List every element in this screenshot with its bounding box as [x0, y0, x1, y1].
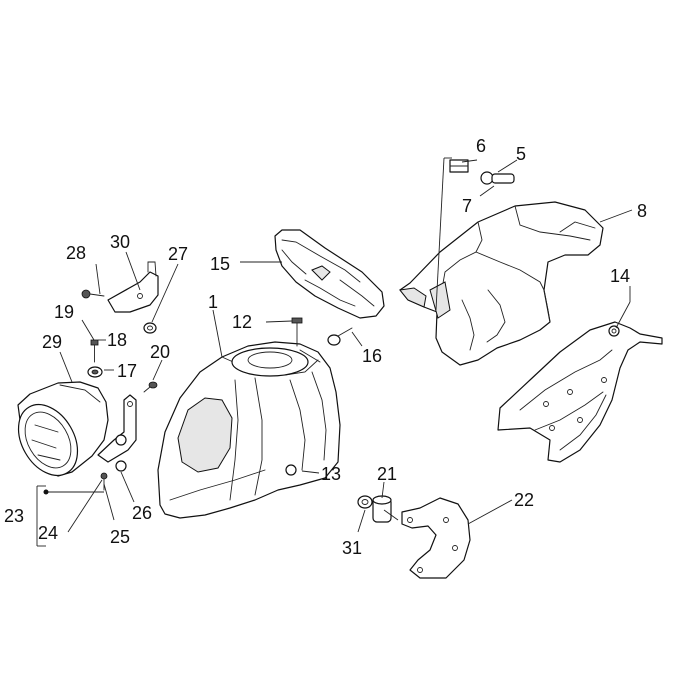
- bolt-20: [143, 381, 158, 393]
- lower-bracket: [97, 394, 137, 463]
- callout-23: 23: [4, 506, 24, 526]
- washer-31: [357, 495, 373, 509]
- callout-24: 24: [38, 523, 58, 543]
- callout-26: 26: [132, 503, 152, 523]
- screw-12: [291, 317, 303, 347]
- callout-31: 31: [342, 538, 362, 558]
- spacer-bushing: [372, 495, 392, 523]
- callout-1: 1: [208, 292, 218, 312]
- callout-22: 22: [514, 490, 534, 510]
- callout-16: 16: [362, 346, 382, 366]
- callout-labels: 1 5 6 7 8 12 13 14 15 16 17 18 19 20 21 …: [4, 136, 647, 558]
- plate-holder: [274, 229, 385, 319]
- nut-26: [115, 460, 127, 472]
- callout-12: 12: [232, 312, 252, 332]
- rear-bracket: [497, 321, 663, 463]
- callout-5: 5: [516, 144, 526, 164]
- headlight: [17, 381, 109, 477]
- callout-15: 15: [210, 254, 230, 274]
- callout-13: 13: [321, 464, 341, 484]
- callout-8: 8: [637, 201, 647, 221]
- leader-lines: [36, 157, 633, 547]
- rear-fender: [399, 201, 604, 366]
- screw-18: [90, 339, 99, 363]
- callout-28: 28: [66, 243, 86, 263]
- callout-14: 14: [610, 266, 630, 286]
- upper-bracket: [107, 261, 159, 313]
- callout-17: 17: [117, 361, 137, 381]
- callout-29: 29: [42, 332, 62, 352]
- screw-25: [100, 472, 108, 491]
- clip-6: [449, 159, 469, 173]
- callout-21: 21: [377, 464, 397, 484]
- callout-20: 20: [150, 342, 170, 362]
- bolt-28: [81, 289, 105, 299]
- washer-17: [87, 366, 103, 378]
- screw-16: [327, 327, 353, 346]
- mounting-plate: [401, 497, 471, 579]
- callout-18: 18: [107, 330, 127, 350]
- callout-19: 19: [54, 302, 74, 322]
- screw-5: [480, 171, 515, 185]
- callout-27: 27: [168, 244, 188, 264]
- nut-13: [285, 464, 297, 476]
- front-fender: [157, 341, 341, 519]
- callout-25: 25: [110, 527, 130, 547]
- callout-30: 30: [110, 232, 130, 252]
- callout-6: 6: [476, 136, 486, 156]
- callout-7: 7: [462, 196, 472, 216]
- nut-27: [143, 322, 157, 334]
